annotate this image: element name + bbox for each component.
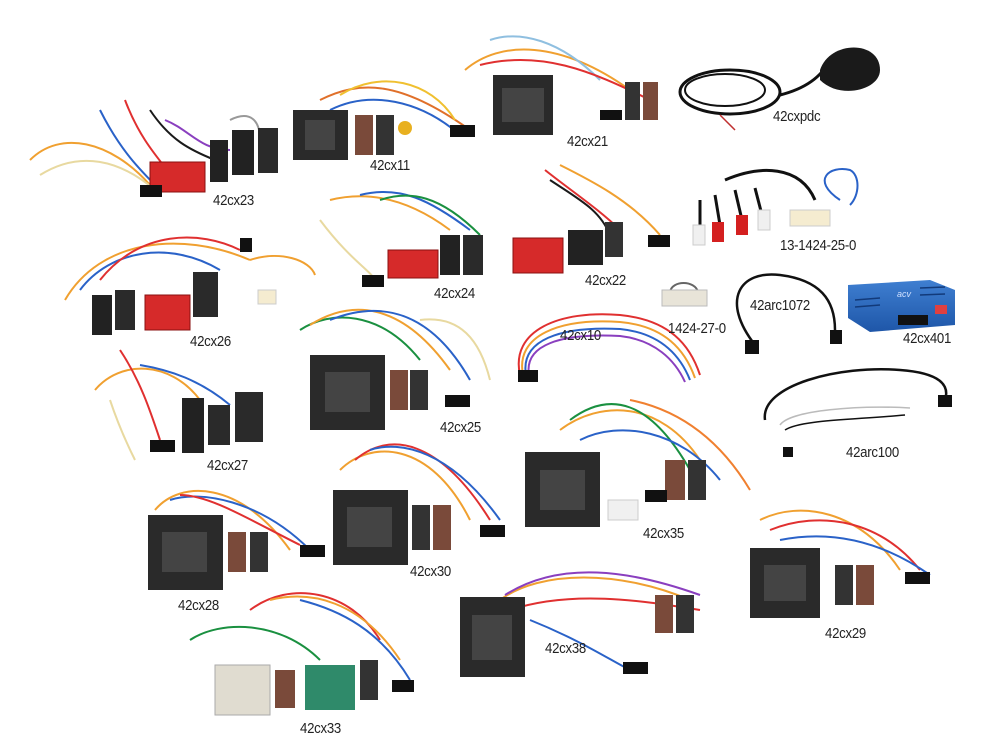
label-42cx401: 42cx401 bbox=[903, 330, 952, 347]
label-42cx21: 42cx21 bbox=[567, 133, 608, 150]
label-42cx26: 42cx26 bbox=[190, 333, 231, 350]
label-42cx35: 42cx35 bbox=[643, 525, 684, 542]
harness-42cx22 bbox=[512, 164, 670, 274]
harness-42cx21 bbox=[464, 35, 658, 135]
label-42cx24: 42cx24 bbox=[434, 285, 475, 302]
label-42cx10: 42cx10 bbox=[560, 327, 601, 344]
harness-42cx33 bbox=[189, 592, 414, 716]
acv-logo: acv bbox=[897, 289, 912, 299]
label-42cxpdc: 42cxpdc bbox=[773, 108, 821, 125]
harness-42cx38 bbox=[460, 571, 701, 677]
label-42cx25: 42cx25 bbox=[440, 419, 481, 436]
jack-cable-42arc100 bbox=[763, 368, 952, 457]
label-42cx29: 42cx29 bbox=[825, 625, 866, 642]
harness-42cx23 bbox=[29, 99, 278, 197]
interface-box-42cx401: acv bbox=[848, 280, 955, 332]
label-42cx33: 42cx33 bbox=[300, 720, 341, 737]
label-42cx22: 42cx22 bbox=[585, 272, 626, 289]
connector-1424-27-0 bbox=[661, 282, 708, 307]
rca-adapter-13-1424-25-0 bbox=[692, 168, 859, 246]
label-42arc1072: 42arc1072 bbox=[750, 297, 811, 314]
jack-cable-42arc1072 bbox=[735, 273, 842, 354]
ribbon-cable-42cx10 bbox=[517, 313, 701, 383]
harness-42cx11 bbox=[293, 80, 475, 160]
label-42cx23: 42cx23 bbox=[213, 192, 254, 209]
label-1424-27-0: 1424-27-0 bbox=[668, 320, 726, 337]
harness-42cx29 bbox=[750, 509, 931, 618]
harness-42cx25 bbox=[299, 308, 491, 430]
label-42cx38: 42cx38 bbox=[545, 640, 586, 657]
harness-42cx27 bbox=[94, 349, 263, 461]
harness-42cx35 bbox=[525, 399, 751, 527]
harness-42cx26 bbox=[64, 236, 316, 335]
label-42cx30: 42cx30 bbox=[410, 563, 451, 580]
harness-42cx28 bbox=[148, 490, 325, 590]
microphone-42cxpdc bbox=[678, 47, 880, 131]
label-42arc100: 42arc100 bbox=[846, 444, 899, 461]
label-42cx27: 42cx27 bbox=[207, 457, 248, 474]
harness-42cx24 bbox=[319, 191, 483, 287]
harness-42cx30 bbox=[333, 443, 505, 565]
label-13-1424-25-0: 13-1424-25-0 bbox=[780, 237, 857, 254]
label-42cx28: 42cx28 bbox=[178, 597, 219, 614]
label-42cx11: 42cx11 bbox=[370, 157, 411, 174]
